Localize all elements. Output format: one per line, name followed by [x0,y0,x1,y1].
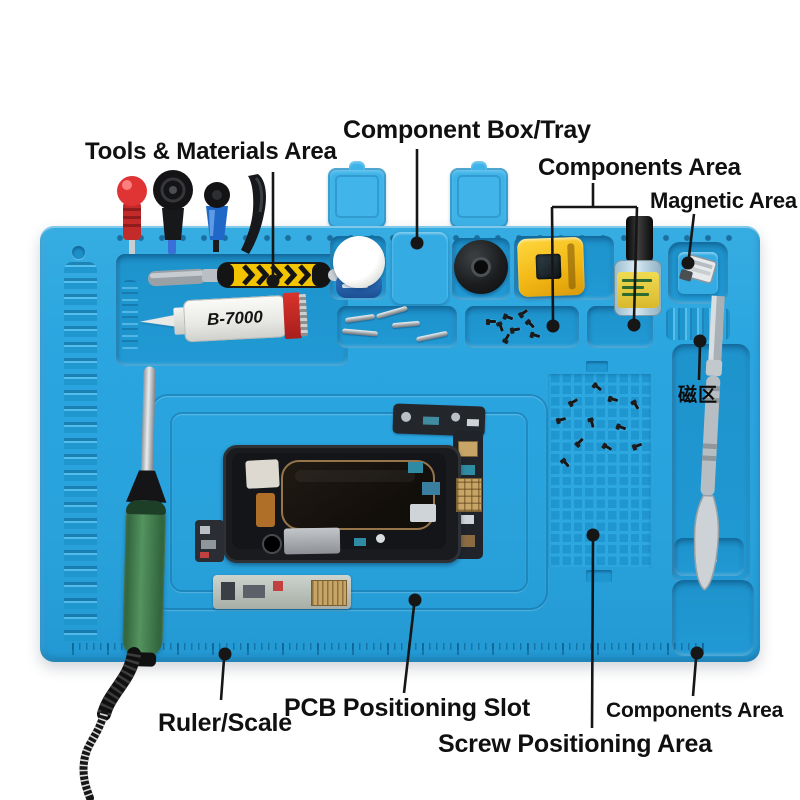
grid-cell-top [586,361,608,372]
jar-lid [333,236,385,288]
flux-bottle [612,216,664,318]
small-component [410,504,436,522]
glue-nozzle [139,314,177,329]
screwdriver-blue [204,182,230,252]
flux-cap [626,216,653,262]
label-tools-materials-area: Tools & Materials Area [85,138,337,165]
magnetizer-hole [535,253,562,280]
component-box-tray-left [328,161,386,228]
label-component-box-tray: Component Box/Tray [343,116,591,144]
component-box-pad [392,232,448,304]
label-components-area-top: Components Area [538,154,741,181]
screwdriver-black [153,170,193,254]
screwdriver-red [117,176,147,254]
camera-module [262,534,282,554]
screwdrivers-set [117,170,266,254]
magnetic-zone-printed-text: 磁区 [678,384,719,406]
metal-shield [283,527,341,555]
small-component [422,482,440,495]
iron-collar [124,470,169,503]
iron-shaft [140,366,156,477]
magnetizer-tool [517,236,585,298]
left-slot-strip [64,262,97,646]
solder-wick-reel [454,240,508,294]
soldering-iron [82,359,180,667]
flux-label [617,272,659,308]
orange-flex [256,493,275,527]
screw [485,318,496,325]
corner-hole [72,246,85,259]
small-component [408,462,423,473]
iron-cable [79,647,141,800]
glue-tube-b7000: B-7000 [139,287,320,352]
magnetizer-slot [567,243,576,290]
gold-contact-grid [456,478,482,512]
bottom-pcb-board [213,575,351,609]
components-compartment-bottom [672,580,754,656]
callout-line-components-bottom [691,658,698,697]
shield-patch [245,459,280,489]
label-pcb-positioning-slot: PCB Positioning Slot [284,694,530,722]
metal-component-on-magnet [679,254,717,284]
label-ruler-scale: Ruler/Scale [158,709,292,737]
metal-scraper-tool [693,295,725,591]
paste-jar [332,236,386,300]
small-component [354,538,366,546]
small-board-left [195,520,224,562]
glue-body: B-7000 [182,295,287,343]
tray-inner-ribs [122,280,138,352]
iron-handle [122,499,167,657]
callout-line-ruler [219,658,226,701]
pry-spudger-tool [148,262,350,288]
phone-frame [223,445,461,563]
pry-bar [241,174,266,254]
label-screw-positioning-area: Screw Positioning Area [438,730,712,758]
small-component [376,534,385,543]
disassembled-phone-cluster [190,395,660,625]
glue-label: B-7000 [206,307,264,330]
label-components-area-bottom: Components Area [606,699,784,722]
reel-hole [471,257,491,277]
glue-crimp-end [298,293,308,337]
label-magnetic-area: Magnetic Area [650,188,797,213]
component-box-tray-right [450,161,508,228]
